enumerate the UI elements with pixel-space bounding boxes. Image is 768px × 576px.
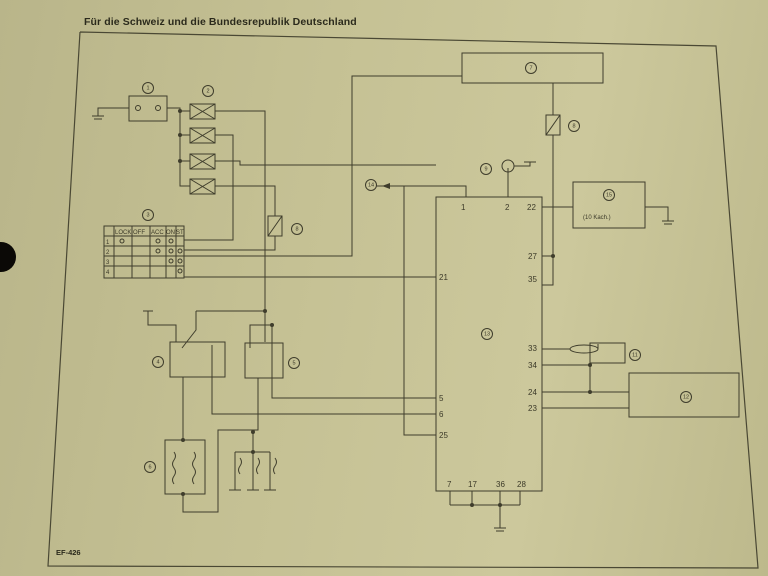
pin-bottom-36: 36	[496, 480, 505, 489]
component-15-box	[572, 181, 646, 229]
component-11-box	[589, 342, 626, 364]
marker-15: 15	[606, 192, 612, 198]
relay-stack	[189, 103, 216, 195]
terminal-1b	[155, 105, 161, 111]
component-12-box	[628, 372, 740, 418]
marker-1: 1	[146, 85, 149, 91]
switch-header-lock: LOCK	[115, 230, 131, 236]
pin-top-1: 1	[461, 203, 466, 212]
switch-header-acc: ACC	[151, 230, 164, 236]
document-code: EF-426	[56, 548, 81, 557]
component-11-element	[569, 344, 599, 354]
component-6-box	[164, 439, 206, 495]
marker-7: 7	[529, 65, 532, 71]
pin-right-34: 34	[528, 361, 537, 370]
pin-right-24: 24	[528, 388, 537, 397]
marker-12: 12	[683, 394, 689, 400]
switch-row-2: 2	[106, 250, 110, 256]
pin-bottom-28: 28	[517, 480, 526, 489]
marker-3: 3	[146, 212, 149, 218]
marker-14: 14	[368, 182, 374, 188]
marker-8a: 8	[295, 226, 298, 232]
pin-top-22: 22	[527, 203, 536, 212]
pin-left-5: 5	[439, 394, 444, 403]
switch-header-on: ON	[166, 230, 175, 236]
marker-8b: 8	[572, 123, 575, 129]
marker-6: 6	[148, 464, 151, 470]
pin-right-35: 35	[528, 275, 537, 284]
pin-left-25: 25	[439, 431, 448, 440]
ignition-switch-table: LOCK OFF ACC ON ST 1 2 3 4	[103, 225, 185, 279]
junction-dots	[178, 109, 592, 507]
component-5-box	[244, 342, 284, 379]
pin-bottom-7: 7	[447, 480, 452, 489]
pin-right-27: 27	[528, 252, 537, 261]
marker-5: 5	[292, 360, 295, 366]
switch-row-4: 4	[106, 270, 110, 276]
diagram-frame	[47, 31, 759, 569]
component-markers: 1 2 3 4 5 6 7 8 8 9 11 12 13 14 15	[142, 62, 692, 473]
marker-4: 4	[156, 359, 159, 365]
switch-header-off: OFF	[133, 230, 145, 236]
switch-row-3: 3	[106, 260, 110, 266]
pin-right-33: 33	[528, 344, 537, 353]
marker-2: 2	[206, 88, 209, 94]
component-4-box	[169, 341, 226, 378]
binder-hole	[0, 242, 16, 272]
pin-top-2: 2	[505, 203, 510, 212]
marker-13: 13	[484, 331, 490, 337]
component-7-box	[461, 52, 604, 84]
switch-row-1: 1	[106, 240, 110, 246]
ecu-pin-labels: 1 2 22 21 5 6 25 27 35 33 34 24 23 7 17 …	[439, 203, 537, 489]
component-1-box	[128, 95, 168, 122]
marker-11: 11	[632, 352, 638, 358]
pin-bottom-17: 17	[468, 480, 477, 489]
switch-header-st: ST	[176, 230, 184, 236]
pin-right-23: 23	[528, 404, 537, 413]
wires	[92, 75, 674, 532]
component-9-symbol	[501, 159, 515, 173]
terminal-1a	[135, 105, 141, 111]
pin-left-21: 21	[439, 273, 448, 282]
ecu-box	[435, 196, 543, 492]
ground-box-label: (10 Kach.)	[583, 215, 611, 221]
pin-left-6: 6	[439, 410, 444, 419]
page-title: Für die Schweiz und die Bundesrepublik D…	[84, 16, 357, 28]
marker-9: 9	[484, 166, 487, 172]
